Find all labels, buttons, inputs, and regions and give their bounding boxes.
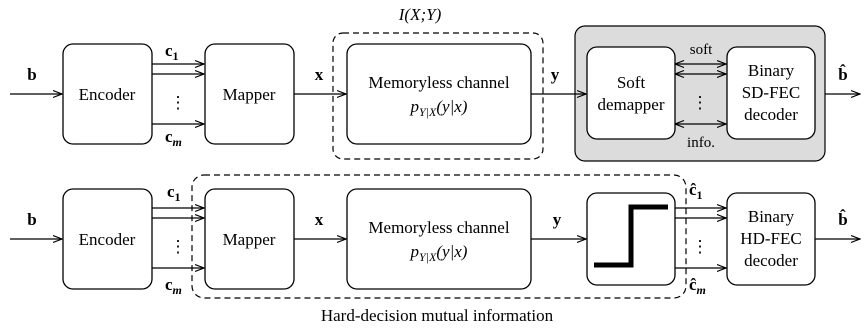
soft-demapper-label-2: demapper: [597, 95, 664, 114]
bottom-row: b Encoder ⋮ c1 cm Mapper x Memoryless ch…: [10, 174, 860, 325]
top-channel-block: [346, 43, 532, 145]
hd-decoder-label-2: HD-FEC: [740, 229, 801, 248]
top-bit-c1: c1: [165, 41, 179, 63]
bottom-symbol-y: y: [553, 210, 562, 229]
bottom-symbol-x: x: [315, 210, 324, 229]
bottom-dots: ⋮: [170, 237, 187, 256]
top-output-bhat: b̂: [838, 65, 847, 84]
top-encoder-label: Encoder: [79, 85, 136, 104]
top-row: I(X;Y) b Encoder ⋮ c1 cm Mapper x Memory…: [10, 5, 860, 162]
top-soft-dots: ⋮: [692, 93, 709, 112]
hd-decoder-label-3: decoder: [744, 251, 798, 270]
mi-label: I(X;Y): [398, 5, 442, 24]
bottom-encoder-label: Encoder: [79, 230, 136, 249]
top-encoder-block: [62, 43, 153, 145]
sd-decoder-label-1: Binary: [748, 61, 795, 80]
bottom-mapper-label: Mapper: [223, 230, 276, 249]
bottom-bit-cm: cm: [165, 275, 182, 297]
top-mapper-label: Mapper: [223, 85, 276, 104]
bottom-channel-block: [346, 188, 532, 290]
soft-demapper-block: [586, 46, 676, 140]
sd-decoder-label-2: SD-FEC: [742, 83, 801, 102]
top-symbol-x: x: [315, 65, 324, 84]
step-function-icon: [594, 204, 668, 268]
bottom-encoder-block: [62, 188, 153, 290]
top-input-b: b: [27, 65, 36, 84]
sd-decoder-label-3: decoder: [744, 105, 798, 124]
bottom-channel-label: Memoryless channel: [368, 218, 509, 237]
bottom-hat-c1: ĉ1: [689, 180, 703, 202]
bottom-hat-dots: ⋮: [692, 237, 709, 256]
soft-info-bottom: info.: [687, 135, 715, 151]
top-dots: ⋮: [170, 93, 187, 112]
top-channel-pdf: pY|X(y|x): [410, 97, 468, 119]
hd-decoder-label-1: Binary: [748, 207, 795, 226]
top-symbol-y: y: [551, 65, 560, 84]
bottom-input-b: b: [27, 210, 36, 229]
bottom-channel-pdf: pY|X(y|x): [410, 242, 468, 264]
bottom-output-bhat: b̂: [838, 210, 847, 229]
sd-fec-decoder-block: [726, 46, 816, 140]
mi-region: [332, 32, 544, 160]
soft-demapper-label-1: Soft: [617, 73, 646, 92]
hd-mi-caption: Hard-decision mutual information: [321, 306, 554, 325]
hd-mi-region: [191, 174, 687, 299]
bottom-hat-cm: ĉm: [689, 275, 706, 297]
bottom-bit-c1: c1: [167, 182, 181, 204]
soft-info-top: soft: [690, 42, 713, 58]
top-bit-cm: cm: [165, 127, 182, 149]
top-channel-label: Memoryless channel: [368, 73, 509, 92]
